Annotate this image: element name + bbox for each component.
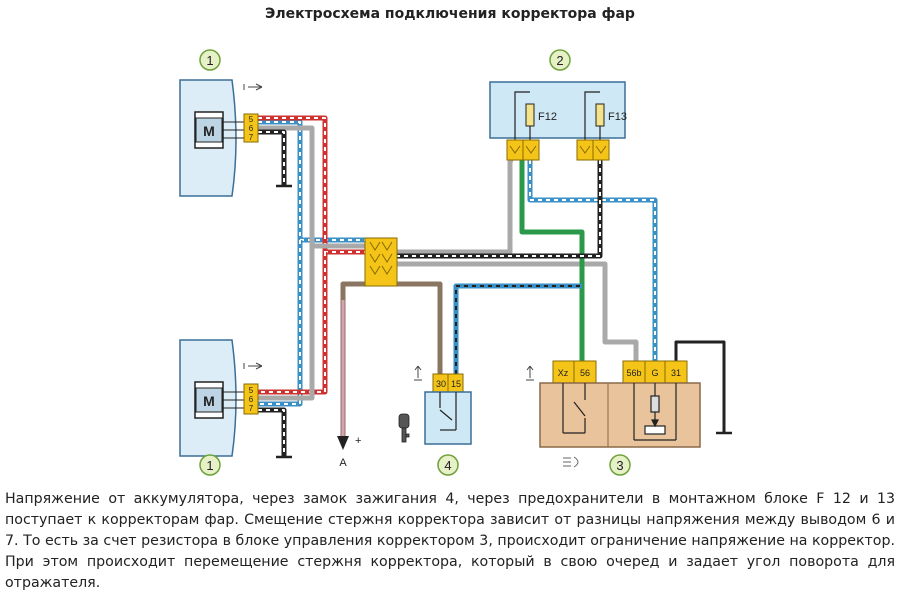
component-number-badge <box>549 49 571 71</box>
battery-sign: + <box>355 435 361 447</box>
headlight-bottom: M 5 6 7 1 <box>179 339 263 476</box>
headlight-low-beam-icon <box>563 456 579 468</box>
headlight-connector <box>243 113 259 143</box>
motor-label: M <box>203 123 215 139</box>
wire-black-f13 <box>396 160 603 259</box>
motor-label: M <box>203 393 215 409</box>
pin-label: 15 <box>451 379 461 389</box>
component-number: 3 <box>616 458 623 473</box>
headlight-top: M 5 6 7 1 <box>179 49 263 197</box>
component-number-badge <box>437 454 459 476</box>
fuse-block: F12 F13 2 <box>489 49 627 161</box>
fuse-block-housing <box>489 81 626 139</box>
ignition-housing <box>424 391 472 445</box>
wire-ground-31 <box>674 340 732 435</box>
arrow-down-icon <box>337 436 349 450</box>
pin-label: 7 <box>249 133 254 142</box>
wire-blue-f12 <box>527 160 658 364</box>
pin-label: 7 <box>249 404 254 413</box>
wire-blue <box>258 119 365 407</box>
wiring-diagram: M 5 6 7 1 M 5 6 7 1 <box>179 49 732 476</box>
pin-label: 6 <box>249 395 254 404</box>
pin-label: 56 <box>580 368 590 378</box>
fuse-connector <box>522 139 540 161</box>
page-title: Электросхема подключения корректора фар <box>265 6 635 22</box>
fuse-connector <box>592 139 610 161</box>
pin-label: 31 <box>671 368 681 378</box>
ignition-switch: 30 15 4 <box>398 365 472 476</box>
component-number: 4 <box>444 458 451 473</box>
headlight-beam-icon <box>243 362 263 370</box>
pin-label: Xz <box>558 368 569 378</box>
pin-label: 6 <box>249 124 254 133</box>
wire-blue-ign <box>453 283 582 374</box>
wire-green <box>519 160 585 364</box>
headlight-connector <box>243 383 259 415</box>
component-number-badge <box>199 454 221 476</box>
component-number-badge <box>199 49 221 71</box>
fuse-connector <box>576 139 594 161</box>
component-number: 1 <box>206 53 213 68</box>
headlight-beam-icon <box>526 365 534 381</box>
fuse-label: F12 <box>538 111 557 123</box>
fuse-connector <box>506 139 524 161</box>
fuse-label: F13 <box>608 111 627 123</box>
pin-label: 5 <box>249 386 254 395</box>
wire-ground <box>258 129 292 459</box>
fuse-f13 <box>595 103 605 127</box>
battery-label: A <box>339 457 347 469</box>
battery-lead: A + <box>337 435 361 469</box>
wire-red <box>258 115 365 395</box>
controller-resistor <box>633 383 677 441</box>
motor <box>195 387 223 413</box>
headlight-beam-icon <box>243 83 263 91</box>
pin-label: 5 <box>249 115 254 124</box>
component-number: 1 <box>206 458 213 473</box>
pin-label: 30 <box>436 379 446 389</box>
component-number-badge <box>609 454 631 476</box>
fuse-f12 <box>525 103 535 127</box>
controller-switch <box>562 383 586 434</box>
junction-connector <box>364 237 398 287</box>
description-text: Напряжение от аккумулятора, через замок … <box>5 491 895 591</box>
pin-label: G <box>651 368 658 378</box>
headlight-beam-icon <box>414 365 422 381</box>
corrector-controller: Xz 56 56b G 31 <box>526 360 701 476</box>
controller-housing <box>539 382 701 448</box>
motor <box>195 117 223 143</box>
component-number: 2 <box>556 53 563 68</box>
pin-label: 56b <box>626 368 641 378</box>
key-icon <box>398 413 410 443</box>
